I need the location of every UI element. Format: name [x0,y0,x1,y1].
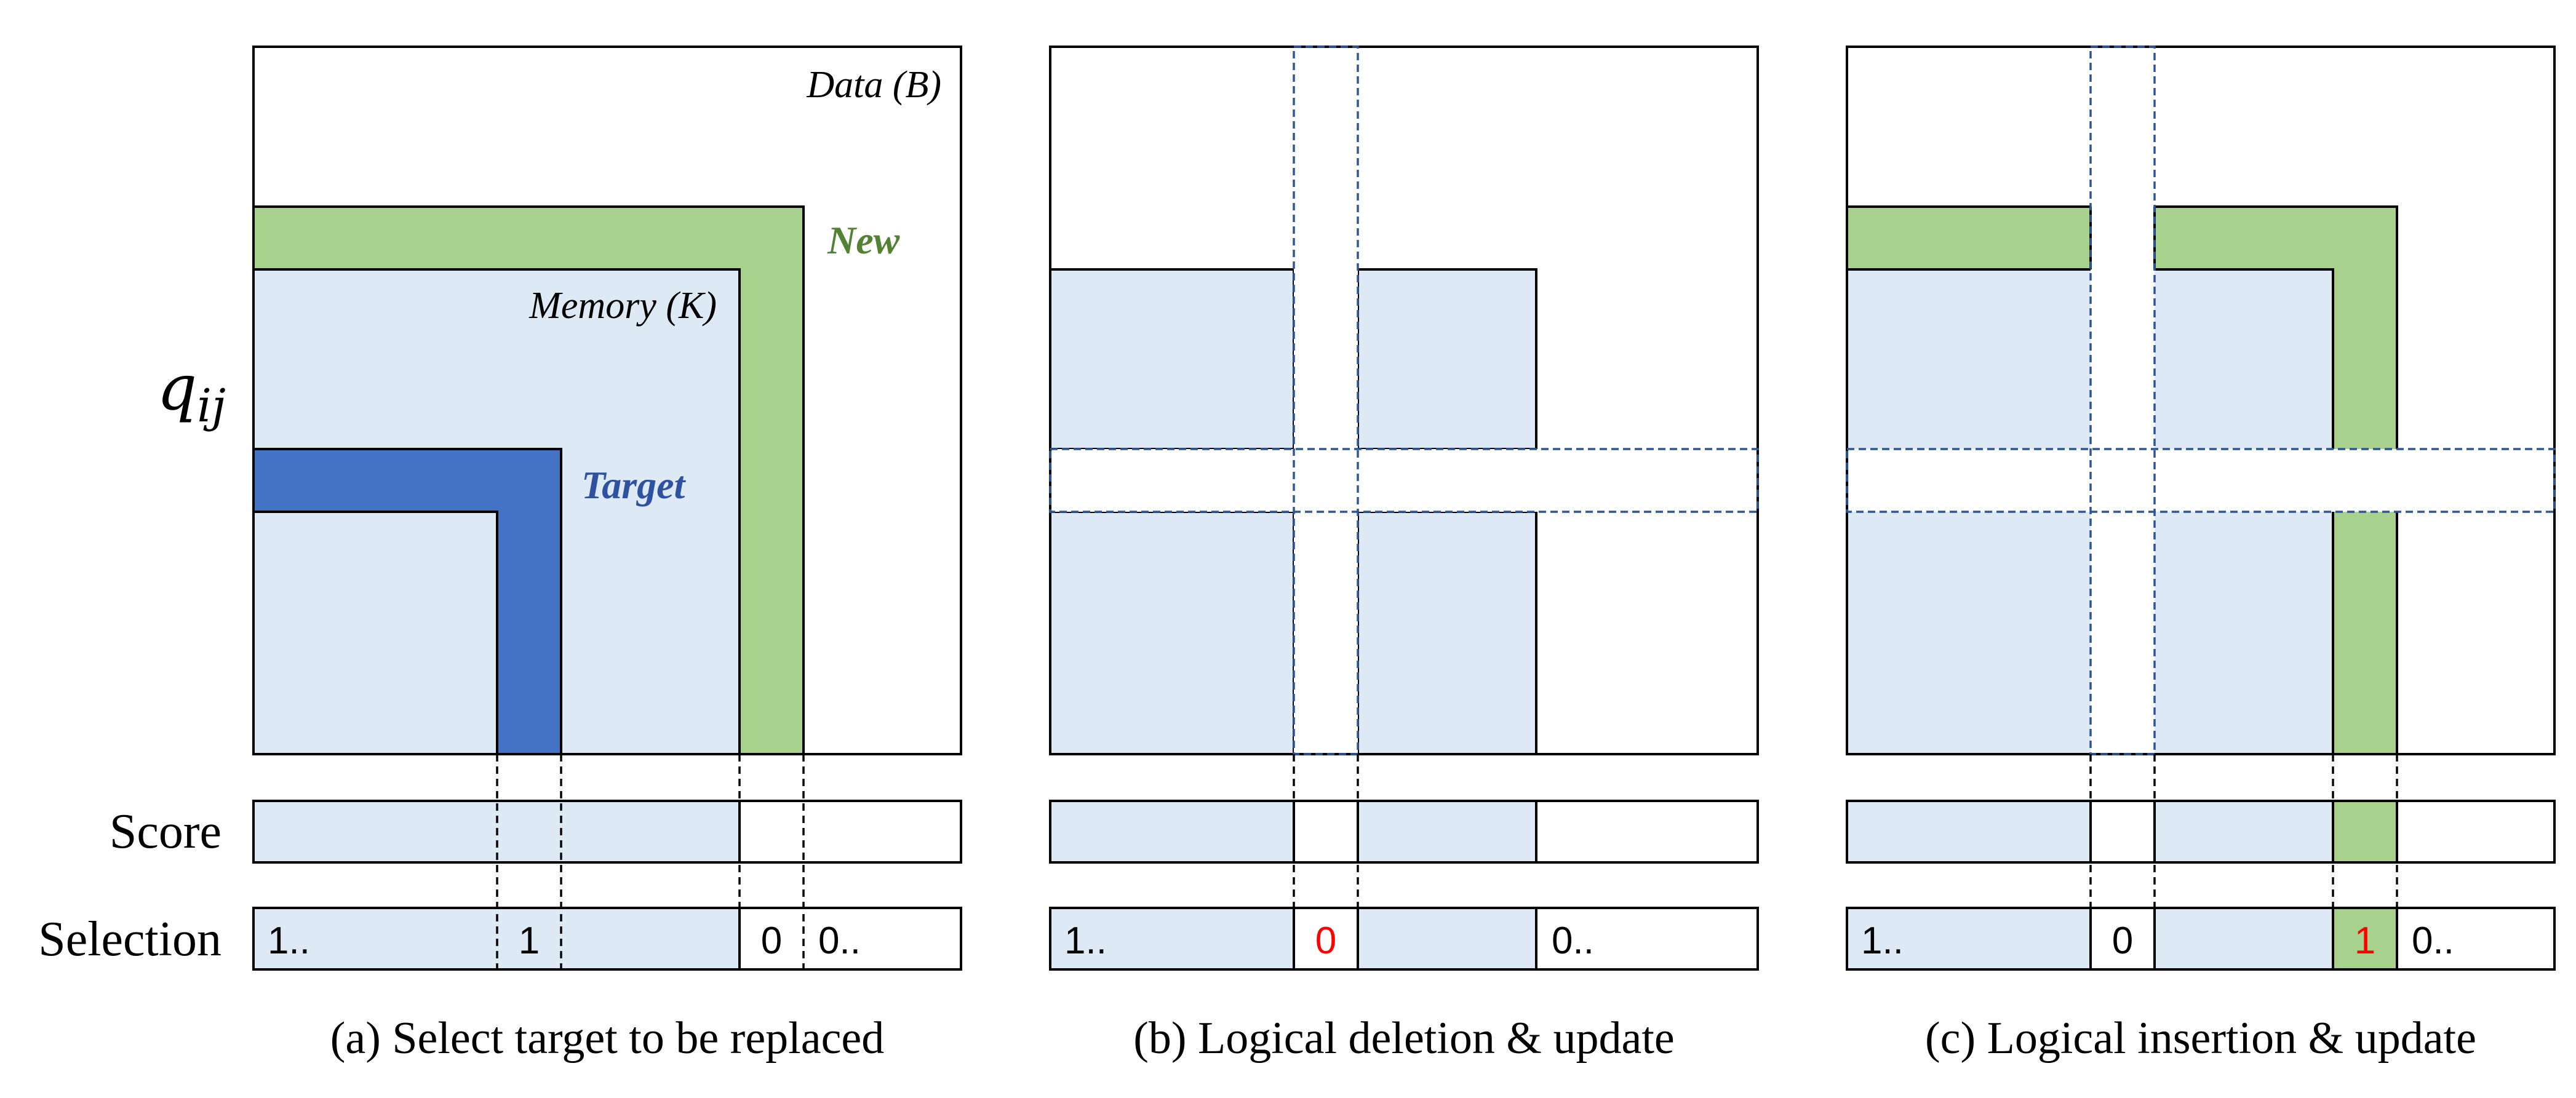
panel-b-sel-text-1: 1.. [1064,920,1107,962]
panel-c-selection-new [2332,907,2398,971]
q-label: qij [157,351,226,432]
panel-c-sel-text-2: 0 [2112,920,2133,962]
selection-label: Selection [38,912,221,966]
panel-b-caption: (b) Logical deletion & update [1133,1013,1674,1064]
panel-a-sel-text-3: 0 [761,920,782,962]
panel-b-memory-tr [1357,268,1537,450]
panel-a-guides [496,754,805,969]
panel-c-guides [2089,754,2398,969]
panel-b-memory-br [1357,511,1537,755]
panel-c-sel-text-1: 1.. [1861,920,1904,962]
panel-b-guides [1293,754,1359,969]
panel-a-sel-text-1: 1.. [268,920,310,962]
panel-a-sel-text-2: 1 [519,920,540,962]
panel-c-deleted-row [1846,448,2556,513]
score-label: Score [110,805,221,859]
panel-c: 1.. 0 1 0.. (c) Logical insertion & upda… [1846,46,2556,1064]
panel-a-sel-text-4: 0.. [818,920,861,962]
panel-a: Data (B) Memory (K) New Target 1.. 1 0 0… [252,46,962,1064]
panel-b-deleted-row [1049,448,1759,513]
panel-b-sel-text-3: 0.. [1552,920,1594,962]
panel-c-score-new [2332,800,2398,864]
panel-b: 1.. 0 0.. (b) Logical deletion & update [1049,46,1759,1064]
panel-b-memory-bl [1049,511,1295,755]
panel-a-caption: (a) Select target to be replaced [330,1013,885,1064]
panel-c-caption: (c) Logical insertion & update [1925,1013,2476,1064]
panel-b-sel-text-2: 0 [1315,920,1336,962]
panel-c-sel-text-4: 0.. [2412,920,2454,962]
panel-a-target-label: Target [581,463,687,507]
panel-a-memory-inner [252,511,498,755]
panel-c-sel-text-3: 1 [2355,920,2375,962]
panel-b-memory-tl [1049,268,1295,450]
panel-a-data-label: Data (B) [806,64,941,106]
panel-a-memory-label: Memory (K) [528,285,717,327]
panel-a-new-label: New [827,218,900,262]
